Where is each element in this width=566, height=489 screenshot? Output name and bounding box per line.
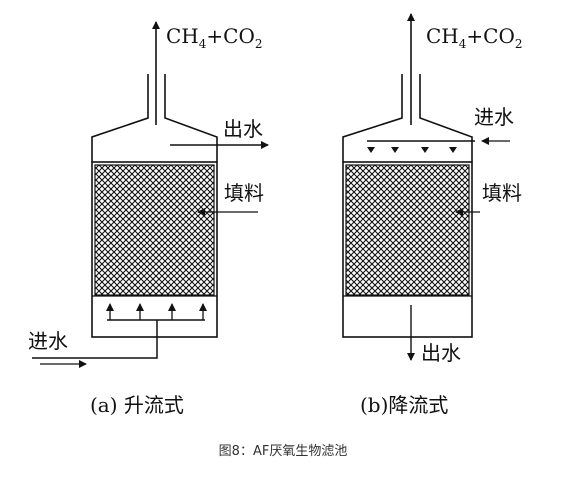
spray-b4 [449, 147, 457, 153]
reactor-b-hood [342, 74, 473, 162]
spray-b3 [421, 147, 429, 153]
media-bed-a [94, 164, 215, 296]
media-bed-b [345, 164, 470, 296]
media-label-a: 填料 [224, 181, 264, 205]
gas-label-a: CH4+CO2 [166, 24, 263, 51]
gas-label-b: CH4+CO2 [426, 24, 523, 51]
diagram-a: CH4+CO2 出水 填料 进水 (a) 升流式 [28, 21, 269, 417]
diagram-title-a: (a) 升流式 [90, 393, 184, 417]
inlet-pipe-a [32, 320, 158, 359]
outlet-label-b: 出水 [421, 341, 461, 365]
reactor-a-hood [91, 74, 218, 162]
figure-caption: 图8：AF厌氧生物滤池 [218, 444, 348, 459]
diagram-b: CH4+CO2 进水 填料 出水 (b)降流式 [342, 13, 523, 417]
media-label-b: 填料 [482, 181, 522, 205]
spray-b1 [367, 147, 375, 153]
reactor-a-body [91, 161, 218, 338]
inlet-label-b: 进水 [474, 105, 514, 129]
reactor-b-body [342, 161, 473, 338]
inlet-label-a: 进水 [28, 329, 68, 353]
spray-b2 [391, 147, 399, 153]
outlet-label-a: 出水 [223, 117, 263, 141]
diagram-title-b: (b)降流式 [360, 393, 448, 417]
